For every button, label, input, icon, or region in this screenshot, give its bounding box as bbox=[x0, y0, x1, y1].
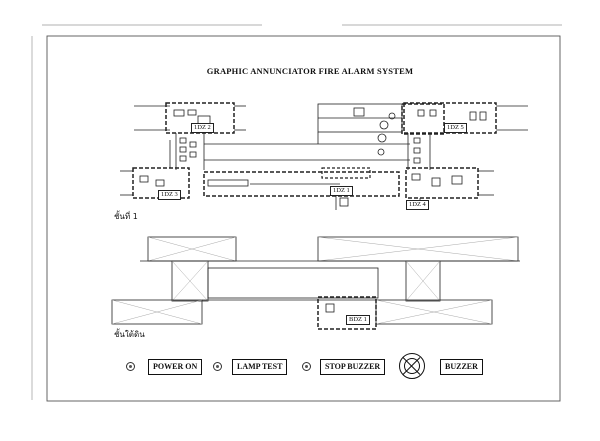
zone-label-1dz5[interactable]: 1DZ 5 bbox=[444, 123, 467, 133]
lamp-test-indicator-icon bbox=[213, 362, 222, 371]
stop-buzzer-button[interactable]: STOP BUZZER bbox=[320, 359, 386, 375]
sheet-frame bbox=[31, 24, 562, 400]
upper-floor-label: ชั้นที่ 1 bbox=[114, 212, 138, 221]
zone-label-1dz4[interactable]: 1DZ 4 bbox=[406, 200, 429, 210]
lower-floor-label: ชั้นใต้ดิน bbox=[114, 330, 145, 339]
power-on-indicator-icon bbox=[126, 362, 135, 371]
zone-1dz2-outline bbox=[165, 102, 235, 134]
zone-1dz5-outline bbox=[403, 102, 497, 134]
zone-label-1dz3[interactable]: 1DZ 3 bbox=[158, 190, 181, 200]
upper-floor-plan bbox=[120, 102, 528, 210]
power-on-button[interactable]: POWER ON bbox=[148, 359, 203, 375]
buzzer-icon bbox=[399, 353, 425, 379]
panel-border bbox=[46, 35, 561, 402]
zone-label-1dz1[interactable]: 1DZ 1 bbox=[330, 186, 353, 196]
zone-bdz1-outline bbox=[317, 296, 377, 330]
stop-buzzer-indicator-icon bbox=[302, 362, 311, 371]
buzzer-button[interactable]: BUZZER bbox=[440, 359, 483, 375]
zone-label-1dz2[interactable]: 1DZ 2 bbox=[191, 123, 214, 133]
lower-floor-plan bbox=[111, 236, 520, 330]
zone-1dz4-outline bbox=[405, 167, 479, 199]
zone-1dz1-outline bbox=[203, 171, 400, 197]
lamp-test-button[interactable]: LAMP TEST bbox=[232, 359, 288, 375]
zone-label-bdz1[interactable]: BDZ 1 bbox=[346, 315, 370, 325]
panel-title: GRAPHIC ANNUNCIATOR FIRE ALARM SYSTEM bbox=[206, 66, 414, 76]
